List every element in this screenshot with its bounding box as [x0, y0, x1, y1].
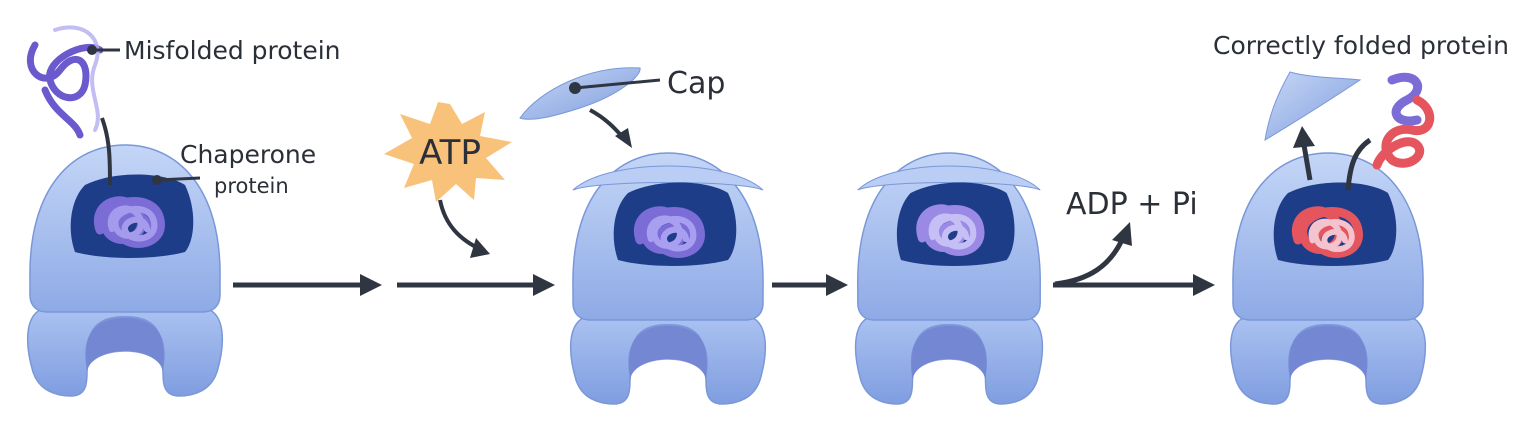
- misfolded-label: Misfolded protein: [124, 36, 341, 65]
- folded-protein-icon: [1372, 72, 1435, 170]
- chaperone-stage-3: [854, 152, 1044, 405]
- cap-label: Cap: [667, 66, 725, 101]
- chaperone-stage-2: [569, 152, 767, 405]
- chaperone-pointer: [156, 176, 201, 182]
- cap-release-arrow: [1301, 144, 1313, 181]
- chaperone-label-2: protein: [214, 174, 289, 198]
- atp-label: ATP: [419, 133, 481, 173]
- misfolded-entry-line: [100, 117, 112, 186]
- released-cap-icon: [1264, 71, 1362, 141]
- atp-starburst-icon: ATP: [384, 102, 512, 202]
- protein-release-line: [1345, 137, 1372, 191]
- chaperone-label: Chaperone: [180, 140, 316, 169]
- chaperone-stage-4: [1229, 152, 1427, 405]
- cap-pointer: [574, 78, 661, 90]
- misfolded-protein-icon: [26, 25, 104, 139]
- arrow-2: [397, 274, 555, 296]
- arrow-1: [233, 274, 382, 296]
- chaperone-stage-1: [26, 144, 224, 397]
- cap-icon: [519, 67, 641, 120]
- adp-label: ADP + Pi: [1066, 187, 1198, 222]
- correct-label: Correctly folded protein: [1213, 31, 1509, 60]
- arrow-4: [1053, 222, 1215, 296]
- arrow-3: [772, 274, 848, 296]
